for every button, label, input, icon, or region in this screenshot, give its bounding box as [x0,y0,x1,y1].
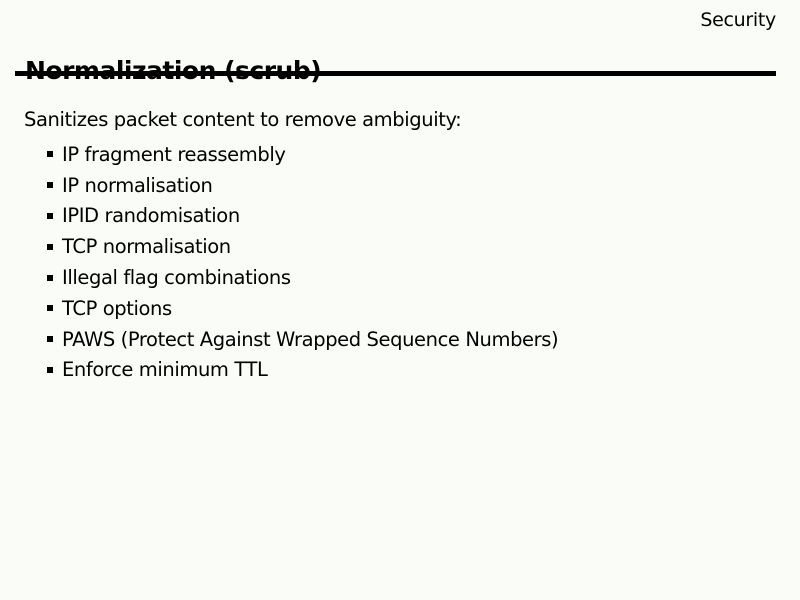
list-item-label: Enforce minimum TTL [62,358,268,382]
list-item-label: IP normalisation [62,173,213,197]
list-item: Illegal flag combinations [47,262,558,293]
list-item-label: TCP normalisation [62,235,231,259]
square-bullet-icon [47,212,53,219]
list-item: PAWS (Protect Against Wrapped Sequence N… [47,324,559,355]
square-bullet-icon [47,151,53,158]
square-bullet-icon [47,366,53,373]
intro-text: Sanitizes packet content to remove ambig… [24,108,462,131]
square-bullet-icon [47,243,53,250]
title-rule-divider [15,71,776,76]
list-item-label: IP fragment reassembly [62,142,286,166]
list-item-label: TCP options [62,296,172,320]
square-bullet-icon [47,336,53,343]
list-item: TCP options [47,293,558,324]
list-item: IPID randomisation [47,201,558,232]
bullet-list: IP fragment reassembly IP normalisation … [47,139,559,386]
list-item-label: PAWS (Protect Against Wrapped Sequence N… [62,327,559,351]
course-corner-label: Security [700,9,776,31]
list-item: IP fragment reassembly [47,139,558,170]
square-bullet-icon [47,305,53,312]
slide-title: Normalization (scrub) [25,56,322,85]
list-item: TCP normalisation [47,231,558,262]
square-bullet-icon [47,274,53,281]
list-item: IP normalisation [47,170,558,201]
list-item-label: IPID randomisation [62,204,240,228]
square-bullet-icon [47,182,53,189]
list-item-label: Illegal flag combinations [62,266,291,290]
list-item: Enforce minimum TTL [47,355,558,386]
